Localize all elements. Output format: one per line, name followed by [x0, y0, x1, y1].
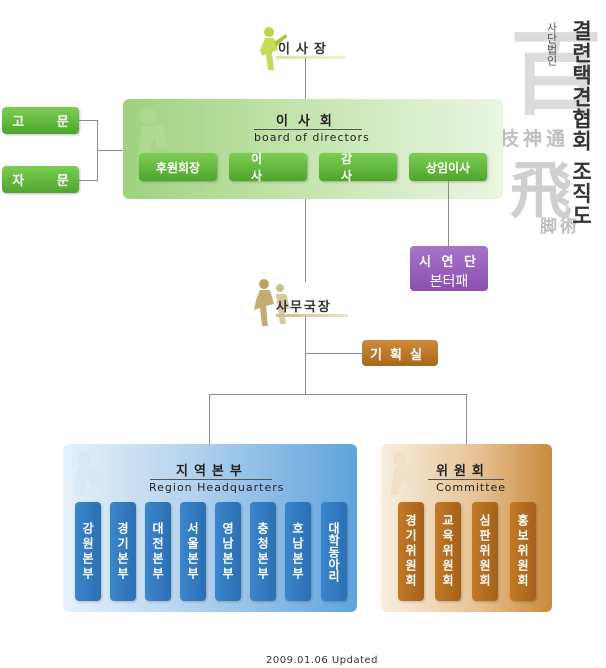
connector-secretary-down — [305, 317, 306, 394]
branch-honam: 호남본부 — [285, 502, 311, 601]
board-member-auditor: 감 사 — [319, 152, 397, 183]
board-member-director: 이 사 — [229, 152, 307, 183]
connector-board-demo-team — [448, 181, 449, 246]
org-title: 결련택견협회 조직도 — [569, 20, 593, 227]
org-subtitle: 사단법인 — [545, 22, 558, 66]
committee-figure-watermark-icon — [390, 452, 418, 495]
committee-education: 교육위원회 — [435, 502, 461, 601]
calligraphy-fly: 飛 — [510, 154, 573, 227]
chairman-underline — [276, 56, 346, 59]
advisor-box-1: 고 문 — [2, 107, 79, 134]
calligraphy-phrase-technique: 技神通 — [500, 128, 570, 150]
connector-branch-committee — [466, 394, 467, 444]
secretary-general-label: 사무국장 — [276, 300, 332, 315]
region-title: 지역본부 — [176, 464, 248, 479]
demo-team-label: 시 연 단 — [419, 255, 479, 270]
committee-competition: 경기위원회 — [398, 502, 424, 601]
demo-team-box: 시 연 단 본터패 — [410, 246, 488, 291]
advisor-box-2: 자 문 — [2, 166, 79, 193]
connector-advisor-2 — [79, 180, 97, 181]
board-title: 이사회 — [276, 114, 342, 129]
demo-team-name: 본터패 — [429, 274, 469, 290]
updated-date: 2009.01.06 Updated — [266, 655, 378, 666]
taekkyon-figure-icon — [260, 27, 287, 70]
connector-advisor-1 — [79, 120, 97, 121]
connector-branch-horizontal — [209, 394, 467, 395]
connector-chairman-board — [305, 58, 306, 99]
branch-university-club: 대학동아리 — [321, 502, 347, 601]
region-figure-watermark-icon — [74, 452, 102, 495]
board-panel — [123, 99, 503, 199]
board-figure-watermark-icon — [138, 108, 168, 160]
connector-branch-region — [209, 394, 210, 444]
chairman-label: 이사장 — [278, 42, 332, 57]
connector-secretary-planning — [305, 353, 362, 354]
board-member-standing-director: 상임이사 — [409, 153, 487, 181]
board-member-sponsor-chair: 후원회장 — [139, 153, 217, 181]
region-subtitle: Region Headquarters — [149, 481, 285, 494]
committee-title: 위원회 — [436, 464, 490, 479]
committee-referee: 심판위원회 — [472, 502, 498, 601]
secretary-underline — [276, 314, 348, 317]
calligraphy-hundred: 百 — [510, 20, 603, 128]
committee-subtitle: Committee — [436, 481, 507, 494]
committee-publicity: 홍보위원회 — [510, 502, 536, 601]
connector-advisor-board — [97, 150, 123, 151]
board-title-underline — [254, 129, 362, 130]
branch-daejeon: 대전본부 — [145, 502, 171, 601]
region-title-underline — [150, 479, 272, 480]
committee-title-underline — [428, 479, 504, 480]
branch-seoul: 서울본부 — [180, 502, 206, 601]
planning-office-box: 기획실 — [362, 340, 438, 366]
connector-board-secretary — [305, 199, 306, 282]
board-subtitle: board of directors — [254, 131, 370, 144]
branch-gyeonggi: 경기본부 — [110, 502, 136, 601]
branch-chungcheong: 충청본부 — [250, 502, 276, 601]
branch-gangwon: 강원본부 — [75, 502, 101, 601]
branch-yeongnam: 영남본부 — [215, 502, 241, 601]
calligraphy-phrase-kick: 脚術 — [540, 217, 580, 237]
